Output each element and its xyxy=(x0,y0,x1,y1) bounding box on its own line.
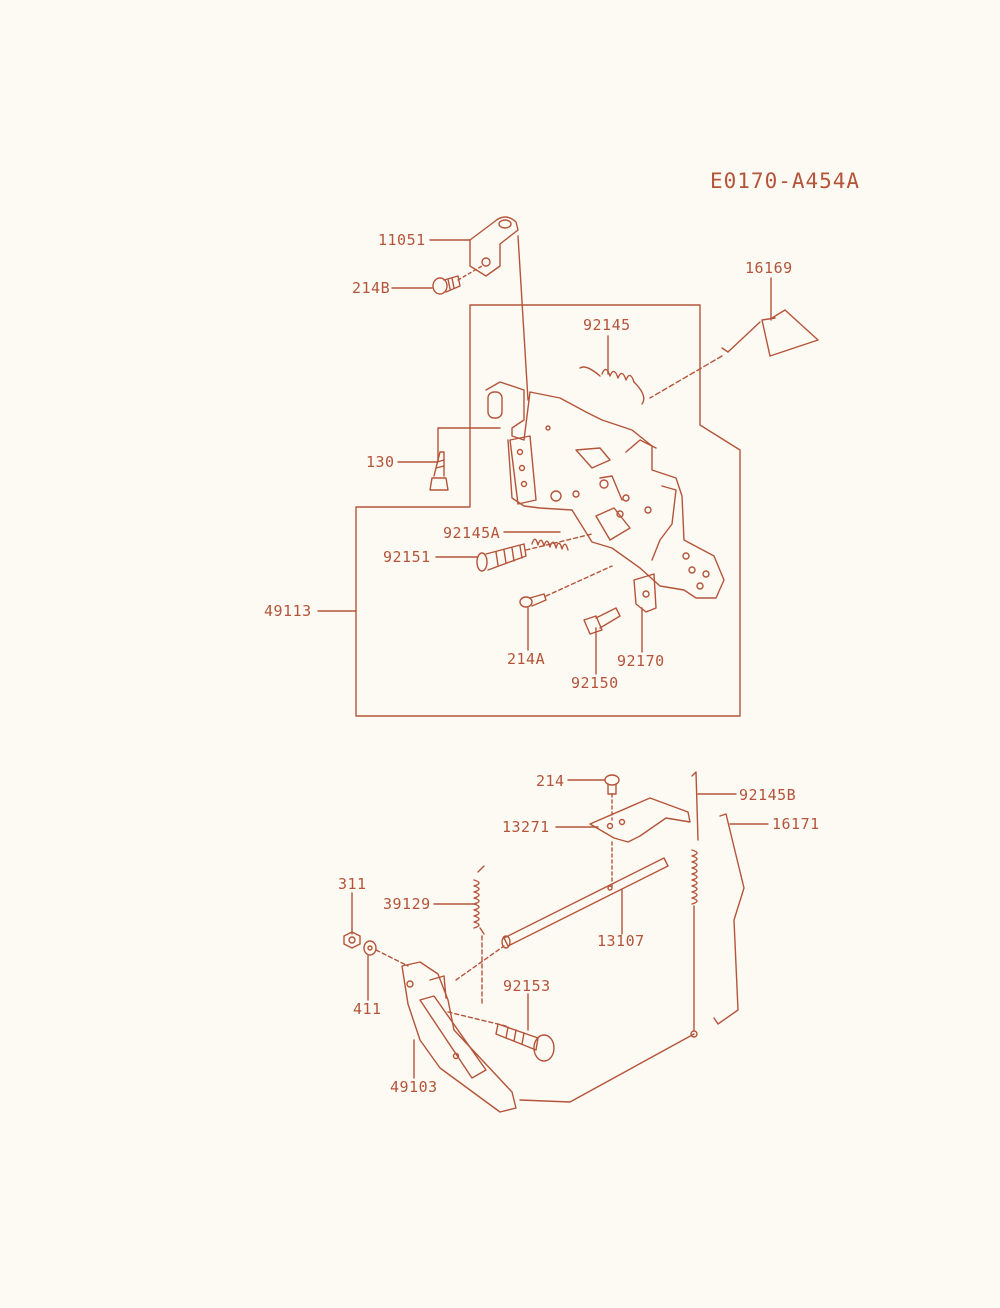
part-label: 11051 xyxy=(378,231,426,249)
part-label: 92145 xyxy=(583,316,631,334)
part-label: 92145B xyxy=(739,786,796,804)
part-label: 214B xyxy=(352,279,390,297)
bolt-92153-part xyxy=(495,1023,555,1062)
plate-13271-part xyxy=(589,797,691,843)
part-label: 130 xyxy=(366,453,395,471)
diagram-code: E0170-A454A xyxy=(710,169,860,193)
part-label: 92151 xyxy=(383,548,431,566)
leader-lines xyxy=(317,239,772,1079)
spring-92145a-part xyxy=(531,538,569,551)
screw-214a-part xyxy=(519,593,547,608)
part-label: 214A xyxy=(507,650,545,668)
bolt-130-part xyxy=(429,451,449,491)
part-label: 92145A xyxy=(443,524,500,542)
bolt-92151-part xyxy=(476,543,527,572)
part-label: 16169 xyxy=(745,259,793,277)
bolt-92150-part xyxy=(583,607,621,635)
shaft-13107-part xyxy=(501,841,669,949)
screw-214b-part xyxy=(432,275,461,295)
part-label: 92170 xyxy=(617,652,665,670)
bracket-11051-part xyxy=(469,216,519,277)
screw-214-part xyxy=(604,774,620,795)
lever-49103-part xyxy=(401,961,517,1113)
spring-39129-part xyxy=(473,865,485,1007)
part-label: 411 xyxy=(353,1000,382,1018)
part-label: 39129 xyxy=(383,895,431,913)
spring-92145b-part xyxy=(690,771,699,1038)
rod-16169-part xyxy=(721,309,819,357)
rod-16171-part xyxy=(713,813,745,1025)
part-labels: 11051 214B 16169 92145 130 92145A 92151 … xyxy=(264,231,820,1096)
assembly-box-49113 xyxy=(355,304,741,717)
part-label: 49113 xyxy=(264,602,312,620)
part-label: 13107 xyxy=(597,932,645,950)
bracket-92170-part xyxy=(633,573,657,613)
washer-411-part xyxy=(363,940,377,956)
part-label: 214 xyxy=(536,772,565,790)
part-label: 16171 xyxy=(772,815,820,833)
part-label: 311 xyxy=(338,875,367,893)
part-label: 92150 xyxy=(571,674,619,692)
spring-92145-part xyxy=(579,366,645,405)
part-label: 49103 xyxy=(390,1078,438,1096)
control-plate-49113-part xyxy=(485,381,725,599)
part-label: 13271 xyxy=(502,818,550,836)
part-label: 92153 xyxy=(503,977,551,995)
